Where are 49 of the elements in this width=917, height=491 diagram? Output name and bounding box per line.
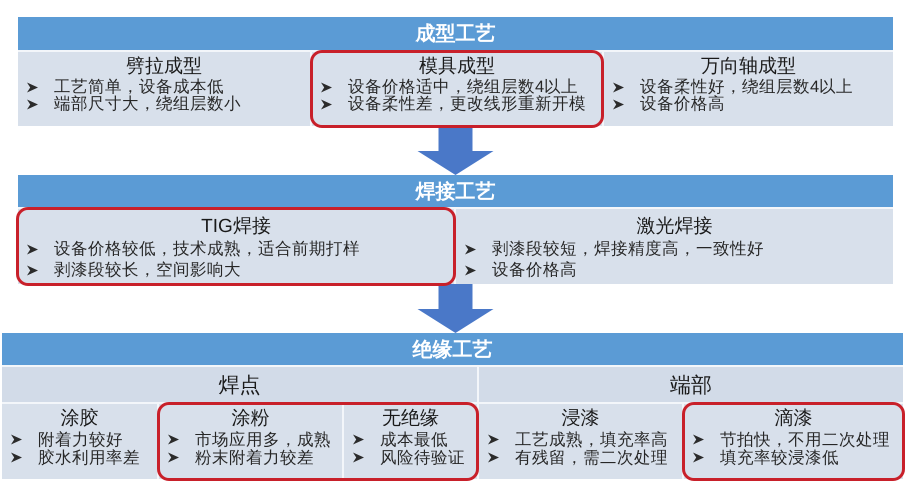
column-group	[2, 367, 477, 479]
cell-title: 劈拉成型	[126, 57, 202, 77]
cell-title: 模具成型	[419, 57, 495, 77]
cell-title: 滴漆	[774, 409, 812, 429]
process-section	[18, 175, 893, 284]
cell-title: 万向轴成型	[701, 57, 796, 77]
cell-title: 浸漆	[562, 409, 600, 429]
process-cell	[344, 404, 477, 479]
bullet-text: 成本最低	[380, 430, 448, 448]
cell-title: TIG焊接	[201, 217, 271, 237]
arrow	[418, 284, 494, 333]
bullet-text: 市场应用多，成熟	[195, 430, 331, 448]
bullet-text: 胶水利用率差	[38, 448, 140, 466]
process-cell	[159, 404, 342, 479]
bullet-text: 粉末附着力较差	[195, 448, 314, 466]
bullet-text: 有残留，需二次处理	[515, 448, 668, 466]
process-cell	[604, 52, 893, 126]
bullet-text: 设备柔性好，绕组层数4以上	[640, 78, 854, 96]
column-group	[479, 367, 903, 479]
section-header: 绝缘工艺	[2, 333, 903, 365]
bullet-text: 设备价格较低，技术成熟，适合前期打样	[54, 240, 360, 258]
process-section	[2, 333, 903, 479]
bullet-text: 工艺简单，设备成本低	[54, 78, 224, 96]
bullet-text: 节拍快，不用二次处理	[720, 430, 890, 448]
process-cell	[456, 209, 893, 284]
bullet-text: 设备价格高	[492, 260, 577, 278]
section-header: 焊接工艺	[18, 175, 893, 207]
bullet-text: 设备柔性差，更改线形重新开模	[348, 94, 586, 112]
bullet-text: 剥漆段较短，焊接精度高，一致性好	[492, 240, 764, 258]
bullet-text: 设备价格适中，绕组层数4以上	[348, 78, 578, 96]
bullet-text: 风险待验证	[380, 448, 465, 466]
cell-title: 无绝缘	[382, 409, 439, 429]
cell-title: 涂粉	[232, 409, 270, 429]
cell-title: 激光焊接	[636, 217, 712, 237]
cell-title: 涂胶	[60, 409, 98, 429]
group-header: 焊点	[2, 367, 477, 402]
process-cell	[479, 404, 682, 479]
process-section	[18, 17, 893, 126]
section-header: 成型工艺	[18, 17, 893, 50]
process-cell	[18, 52, 310, 126]
group-header: 端部	[479, 367, 903, 402]
arrow	[418, 126, 494, 175]
bullet-text: 端部尺寸大，绕组层数小	[54, 94, 241, 112]
bullet-text: 剥漆段较长，空间影响大	[54, 260, 241, 278]
bullet-text: 工艺成熟，填充率高	[515, 430, 668, 448]
bullet-text: 设备价格高	[640, 94, 725, 112]
bullet-text: 附着力较好	[38, 430, 123, 448]
bullet-text: 填充率较浸漆低	[720, 448, 839, 466]
process-cell	[2, 404, 157, 479]
